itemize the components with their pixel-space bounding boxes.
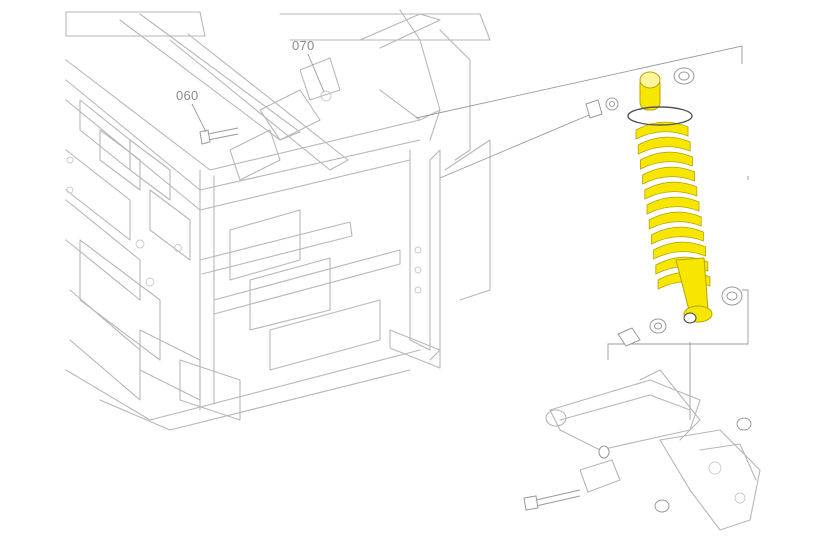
lower-mount-hardware	[617, 286, 743, 347]
spring-coil	[653, 241, 706, 260]
spring-coil	[635, 121, 689, 140]
spring-coil	[642, 166, 695, 185]
spring-coil	[646, 196, 700, 215]
spring-coil	[648, 211, 702, 230]
spring-coil	[637, 136, 691, 155]
lower-control-arm	[523, 369, 761, 531]
shock-absorber-highlighted	[627, 71, 713, 324]
spring-coil	[640, 151, 693, 170]
spring-coil	[644, 181, 698, 200]
callout-060: 060	[176, 88, 199, 103]
callout-070: 070	[292, 38, 315, 53]
spring-coil	[651, 226, 704, 245]
vehicle-frame	[65, 9, 491, 431]
upper-mount-hardware	[585, 67, 695, 119]
